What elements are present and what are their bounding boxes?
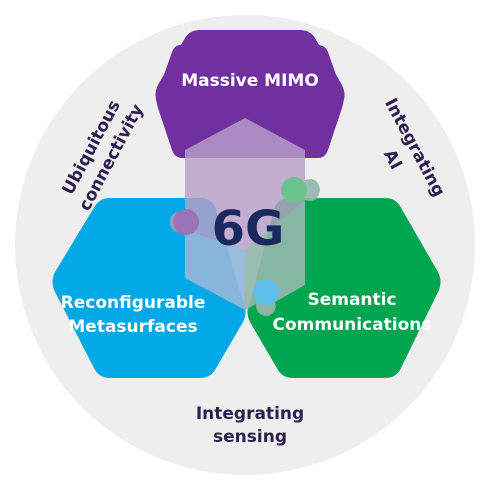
- puzzle-knob-green: [281, 177, 307, 203]
- center-piece-left-overlap: [185, 230, 245, 310]
- ring-label-integrating-sensing-2: sensing: [213, 427, 287, 447]
- puzzle-knob-purple: [173, 209, 199, 235]
- hexagon-label-massive-mimo: Massive MIMO: [181, 71, 319, 91]
- ring-label-integrating-sensing-1: Integrating: [196, 404, 304, 424]
- hexagon-label-reconfigurable: Reconfigurable: [61, 293, 206, 313]
- center-label: 6G: [212, 201, 285, 257]
- hexagon-massive-mimo-body: [155, 30, 345, 158]
- puzzle-knob-blue: [253, 279, 279, 305]
- hexagon-label-semantic: Semantic: [307, 290, 396, 310]
- hexagon-label-communications: Communications: [272, 315, 431, 335]
- hexagon-label-metasurfaces: Metasurfaces: [68, 317, 197, 337]
